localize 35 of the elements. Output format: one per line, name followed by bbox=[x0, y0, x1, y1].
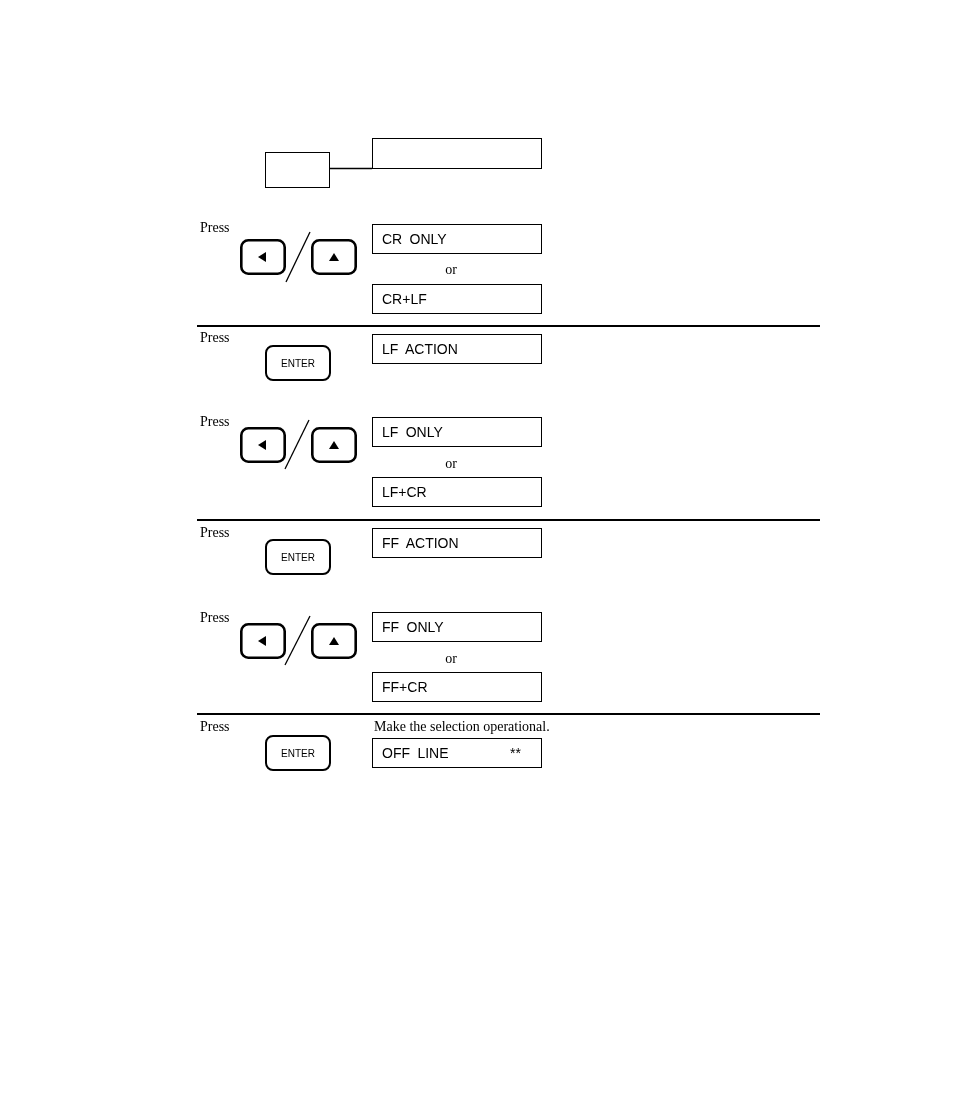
instruction-text: Press bbox=[200, 610, 230, 626]
display-text: CR ONLY bbox=[382, 231, 447, 247]
instruction-text: Press bbox=[200, 719, 230, 735]
lcd-display bbox=[372, 738, 542, 768]
instruction-text: Press bbox=[200, 414, 230, 430]
instruction-text: Make the selection operational. bbox=[374, 719, 550, 735]
lcd-display bbox=[372, 284, 542, 314]
display-text: LF+CR bbox=[382, 484, 427, 500]
display-text: OFF LINE bbox=[382, 745, 449, 761]
empty-display-box bbox=[265, 152, 330, 188]
lcd-display bbox=[372, 224, 542, 254]
instruction-text: Press bbox=[200, 220, 230, 236]
connector-line bbox=[329, 167, 373, 170]
display-text: LF ONLY bbox=[382, 424, 443, 440]
empty-display-box bbox=[372, 138, 542, 169]
instruction-text: Press bbox=[200, 330, 230, 346]
keyboard-key: ENTER bbox=[265, 345, 331, 381]
lcd-display bbox=[372, 417, 542, 447]
keyboard-key: ENTER bbox=[265, 735, 331, 771]
display-text: ** bbox=[510, 745, 521, 761]
display-text: LF ACTION bbox=[382, 341, 458, 357]
lcd-display bbox=[372, 528, 542, 558]
instruction-text: or bbox=[445, 262, 457, 278]
display-text: CR+LF bbox=[382, 291, 427, 307]
display-text: FF+CR bbox=[382, 679, 428, 695]
lcd-display bbox=[372, 672, 542, 702]
lcd-display bbox=[372, 612, 542, 642]
lcd-display bbox=[372, 334, 542, 364]
keyboard-key: ENTER bbox=[265, 539, 331, 575]
display-text: FF ACTION bbox=[382, 535, 459, 551]
lcd-display bbox=[372, 477, 542, 507]
instruction-text: or bbox=[445, 651, 457, 667]
instruction-text: Press bbox=[200, 525, 230, 541]
display-text: FF ONLY bbox=[382, 619, 444, 635]
instruction-text: or bbox=[445, 456, 457, 472]
